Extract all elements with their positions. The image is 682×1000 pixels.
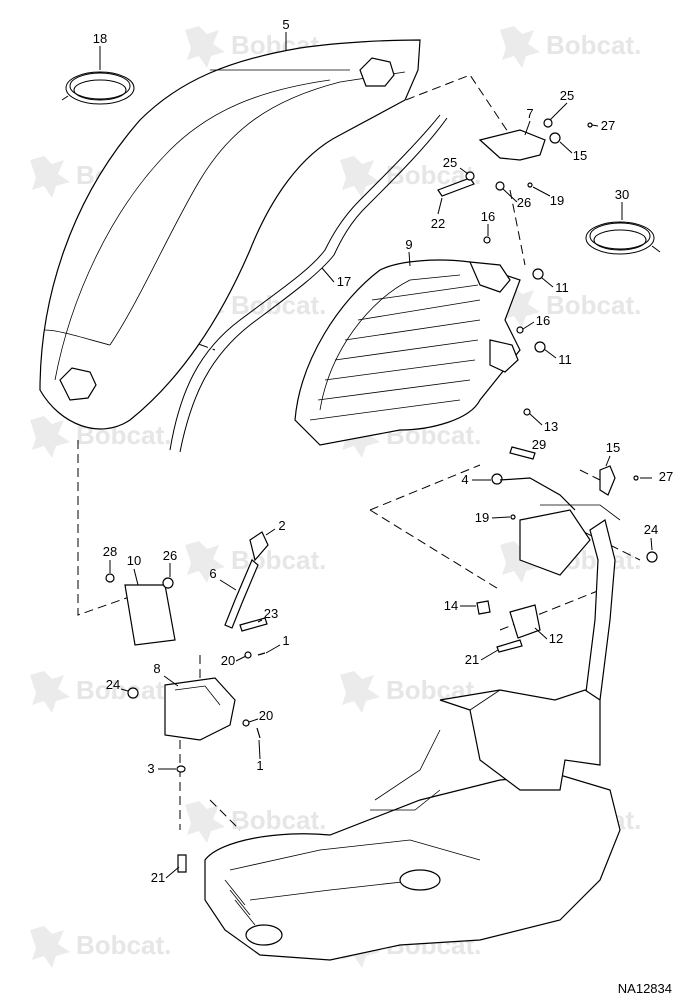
- callout-21: 21: [465, 652, 479, 667]
- callout-30: 30: [615, 187, 629, 202]
- callout-1: 1: [282, 633, 289, 648]
- callout-11: 11: [558, 352, 572, 367]
- svg-text:Bobcat.: Bobcat.: [231, 545, 326, 575]
- grille-hardware: [483, 236, 546, 416]
- callout-labels: 18 5 7 25 27 15 25 26 19 22 16 30 9 17 1…: [93, 17, 673, 885]
- callout-22: 22: [431, 216, 445, 231]
- callout-2: 2: [278, 518, 285, 533]
- watermark: Bobcat.: [500, 286, 641, 328]
- callout-8: 8: [153, 661, 160, 676]
- svg-text:Bobcat.: Bobcat.: [231, 805, 326, 835]
- watermark-grid: Bobcat. Bobcat. Bobcat. Bobcat. Bobcat. …: [30, 26, 641, 968]
- callout-26: 26: [517, 195, 531, 210]
- main-frame: [204, 689, 621, 961]
- watermark: Bobcat.: [30, 926, 171, 968]
- callout-17: 17: [337, 274, 351, 289]
- callout-27: 27: [659, 469, 673, 484]
- part-9-grille: [294, 259, 521, 446]
- callout-3: 3: [147, 761, 154, 776]
- callout-29: 29: [532, 437, 546, 452]
- callout-13: 13: [544, 419, 558, 434]
- part-30-coil: [585, 221, 661, 255]
- callout-12: 12: [549, 631, 563, 646]
- callout-19: 19: [550, 193, 564, 208]
- callout-18: 18: [93, 31, 107, 46]
- part-6-lever: [224, 531, 269, 659]
- watermark: Bobcat.: [185, 541, 326, 583]
- callout-24: 24: [644, 522, 658, 537]
- latch-assembly: [491, 446, 639, 576]
- callout-21: 21: [151, 870, 165, 885]
- callout-16: 16: [481, 209, 495, 224]
- part-18-coil: [61, 71, 135, 105]
- callout-27: 27: [601, 118, 615, 133]
- callout-26: 26: [163, 548, 177, 563]
- callout-19: 19: [475, 510, 489, 525]
- callout-11: 11: [555, 280, 569, 295]
- part-12-bracket: [476, 600, 541, 653]
- watermark: Bobcat.: [30, 671, 171, 713]
- part-8-bracket: [127, 677, 261, 873]
- callout-16: 16: [536, 313, 550, 328]
- callout-10: 10: [127, 553, 141, 568]
- callout-5: 5: [282, 17, 289, 32]
- callout-23: 23: [264, 606, 278, 621]
- svg-text:Bobcat.: Bobcat.: [546, 30, 641, 60]
- callout-24: 24: [106, 677, 120, 692]
- callout-20: 20: [221, 653, 235, 668]
- drawing-reference: NA12834: [618, 981, 672, 996]
- part-17-seal: [169, 114, 448, 453]
- callout-4: 4: [461, 472, 468, 487]
- callout-25: 25: [560, 88, 574, 103]
- callout-15: 15: [606, 440, 620, 455]
- callout-14: 14: [444, 598, 458, 613]
- part-10-plate: [105, 573, 176, 646]
- callout-15: 15: [573, 148, 587, 163]
- watermark: Bobcat.: [340, 156, 481, 198]
- callout-28: 28: [103, 544, 117, 559]
- part-5-hood: [39, 39, 421, 430]
- callout-6: 6: [209, 566, 216, 581]
- callout-9: 9: [405, 237, 412, 252]
- callout-1: 1: [256, 758, 263, 773]
- watermark: Bobcat.: [185, 801, 326, 843]
- svg-text:Bobcat.: Bobcat.: [76, 930, 171, 960]
- watermark: Bobcat.: [500, 26, 641, 68]
- callout-25: 25: [443, 155, 457, 170]
- svg-text:Bobcat.: Bobcat.: [546, 290, 641, 320]
- part-7-bracket: [437, 118, 593, 197]
- callout-7: 7: [526, 106, 533, 121]
- callout-20: 20: [259, 708, 273, 723]
